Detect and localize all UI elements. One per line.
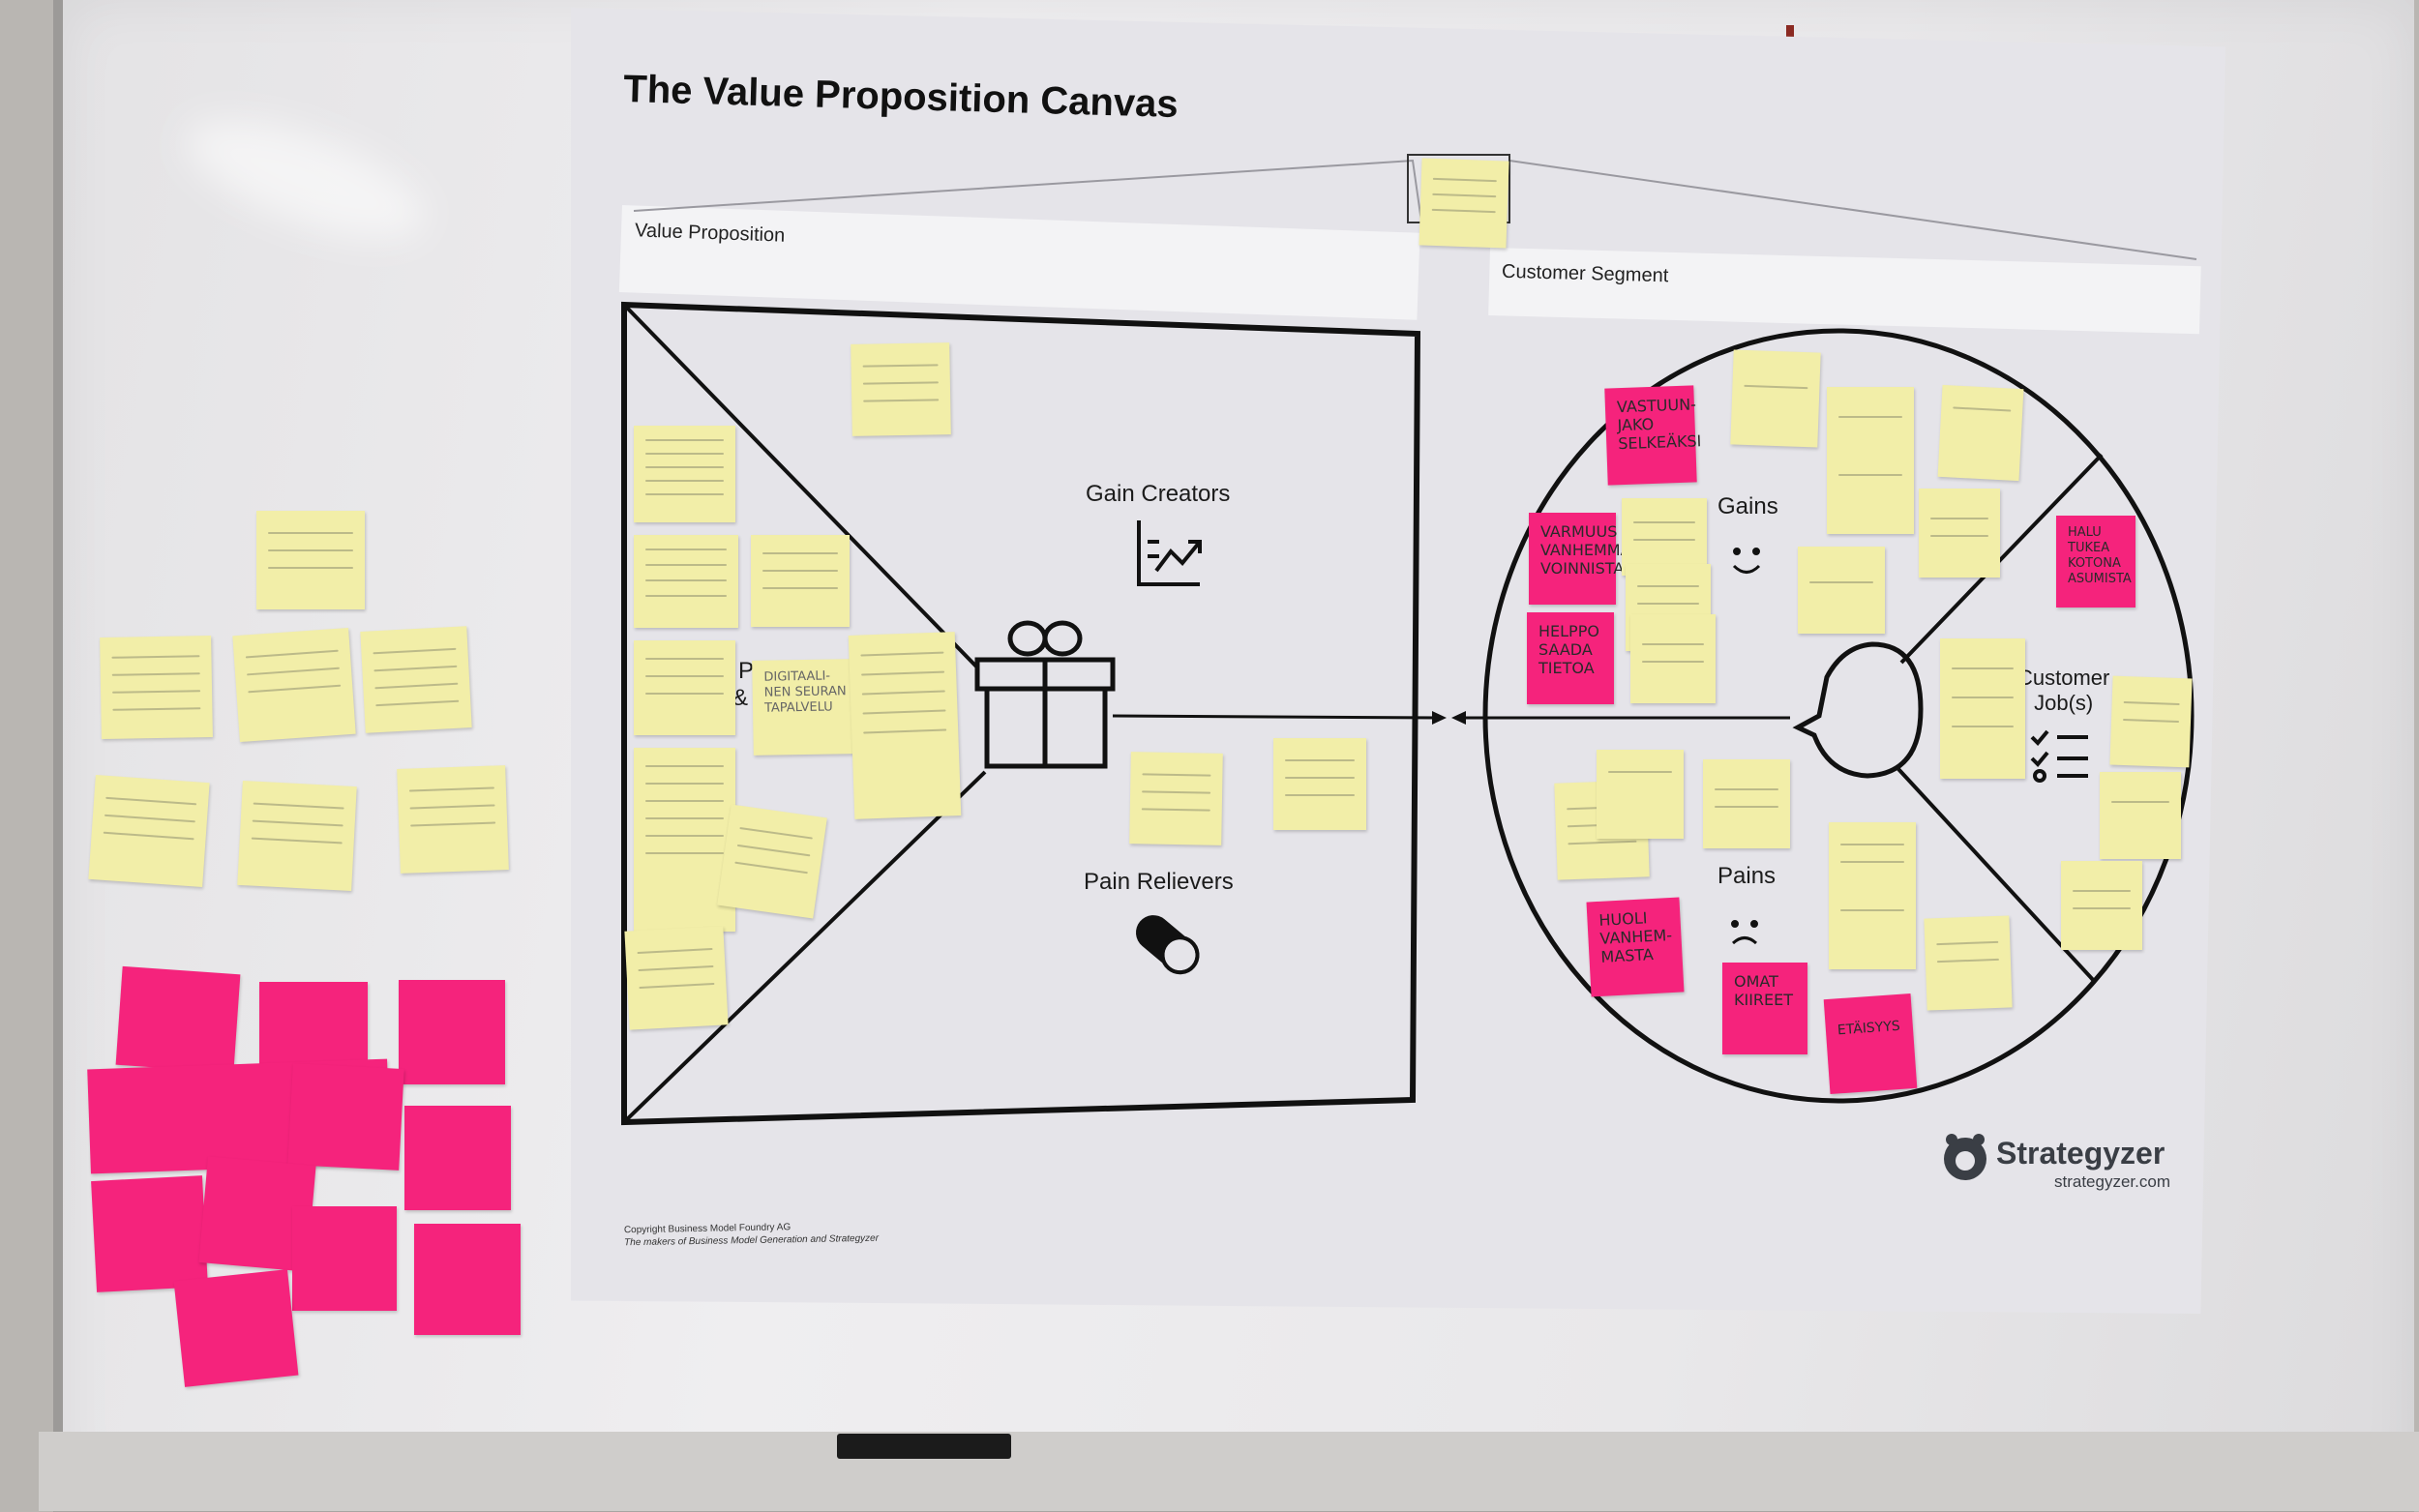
sticky-note [1827, 387, 1914, 534]
sticky-note [1129, 752, 1223, 845]
sticky-note-certainty: VARMUUS VANHEMMAN VOINNISTA [1529, 513, 1643, 605]
sticky-note [1829, 822, 1916, 969]
strategyzer-logo-icon [1944, 1134, 1986, 1180]
brand-url: strategyzer.com [2054, 1172, 2170, 1191]
diagonal-top [622, 303, 979, 669]
fit-arrow-line [1112, 714, 1443, 720]
gain-creators-label: Gain Creators [1086, 481, 1231, 507]
sticky-note [2100, 772, 2181, 859]
marker-tray [39, 1432, 2419, 1511]
sticky-note [1597, 750, 1684, 839]
products-label: P [738, 658, 755, 684]
sticky-note [256, 511, 365, 609]
sticky-note [232, 627, 356, 743]
sticky-note-digital-service: DIGITAALI- NEN SEURAN TAPALVELU [752, 659, 856, 756]
sticky-note [634, 426, 735, 522]
brand-name: Strategyzer [1996, 1136, 2165, 1171]
customer-face-icon [1792, 641, 1924, 779]
smiley-icon [1732, 548, 1761, 574]
sticky-note [1730, 349, 1821, 448]
sticky-note [717, 804, 827, 919]
sticky-note-responsibility: VASTUUN- JAKO SELKEÄKSI [1604, 385, 1702, 486]
sticky-note [1419, 158, 1509, 249]
sticky-note [634, 640, 735, 735]
sticky-note [624, 926, 729, 1030]
sticky-note [2109, 675, 2193, 768]
sticky-note [848, 632, 962, 819]
sticky-note-worry: HUOLI VANHEM- MASTA [1586, 897, 1685, 997]
gift-icon [974, 620, 1116, 769]
sticky-note-pink [173, 1269, 299, 1387]
sticky-note-pink [414, 1224, 521, 1335]
sticky-note-pink [91, 1175, 208, 1292]
sticky-note-pink [115, 965, 241, 1074]
sticky-note [237, 780, 357, 892]
products-label-amp: & [732, 685, 749, 711]
sticky-note [1937, 384, 2024, 482]
sticky-note [1940, 638, 2025, 779]
sticky-note [1622, 498, 1707, 576]
sticky-note [397, 765, 509, 874]
circle-line-up [1899, 453, 2104, 665]
frown-icon [1731, 920, 1758, 945]
pin-icon [1786, 25, 1794, 46]
sticky-note [100, 636, 213, 739]
diagonal-bottom [622, 770, 987, 1124]
copyright: Copyright Business Model Foundry AG The … [624, 1220, 879, 1250]
sticky-note-support-home: HALU TUKEA KOTONA ASUMISTA [2056, 516, 2135, 608]
sticky-note [1924, 915, 2013, 1011]
value-map-square [621, 301, 1421, 1126]
header-line-right [1508, 160, 2197, 260]
sticky-note [751, 535, 850, 627]
gains-label: Gains [1717, 493, 1778, 519]
sticky-note [1798, 547, 1885, 634]
pains-label: Pains [1717, 863, 1777, 889]
sticky-note [1630, 614, 1716, 703]
sticky-note-pink [399, 980, 505, 1084]
sticky-note [2061, 861, 2142, 950]
sticky-note-distance: ETÄISYYS [1823, 993, 1918, 1095]
pill-icon [1135, 915, 1200, 975]
marker [837, 1434, 1011, 1459]
sticky-note [1273, 738, 1366, 830]
sticky-note-pink [287, 1063, 404, 1171]
header-line-left [633, 159, 1423, 229]
pain-relievers-label: Pain Relievers [1084, 869, 1234, 895]
fit-arrow-left [1451, 711, 1466, 725]
customer-profile-circle [1482, 328, 2195, 1104]
sticky-note [88, 775, 210, 887]
sticky-note-pink [404, 1106, 511, 1210]
sticky-note-pink [292, 1206, 397, 1311]
fit-arrow-right [1432, 711, 1447, 725]
chart-up-icon [1137, 520, 1202, 586]
sticky-note [634, 535, 738, 628]
sticky-note [1703, 759, 1790, 848]
customer-jobs-label: Customer Job(s) [2017, 666, 2110, 715]
sticky-note [360, 626, 472, 733]
sticky-note-own-rush: OMAT KIIREET [1722, 963, 1807, 1054]
sticky-note [1919, 489, 2000, 578]
sticky-note-easy-info: HELPPO SAADA TIETOA [1527, 612, 1614, 704]
checklist-icon [2030, 729, 2088, 783]
sticky-note [851, 342, 951, 436]
